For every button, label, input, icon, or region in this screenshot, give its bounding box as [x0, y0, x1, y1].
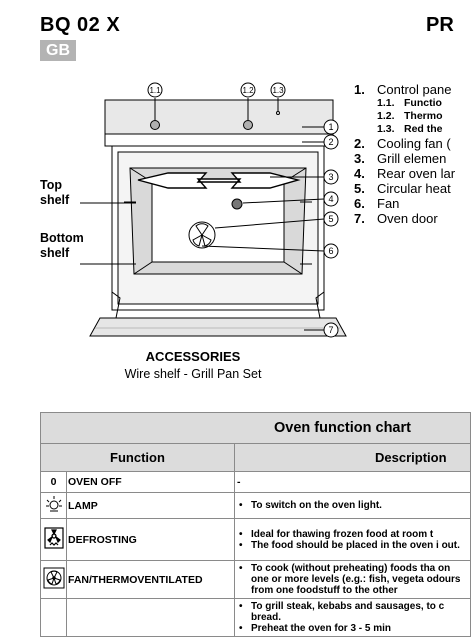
rear-lamp: [231, 198, 243, 210]
part-item: 7.Oven door: [354, 211, 438, 226]
callout-4: [323, 191, 339, 207]
callout-7: [323, 322, 339, 338]
fan-icon: [43, 567, 64, 589]
indicator-light: [276, 111, 280, 115]
accessories-items: Wire shelf - Grill Pan Set: [124, 367, 262, 381]
part-item: 6.Fan: [354, 196, 400, 211]
callout-7-label: 7: [328, 325, 333, 335]
function-name: LAMP: [66, 492, 235, 519]
part-subitem: 1.1.Functio: [377, 97, 442, 109]
control-panel: [104, 99, 334, 135]
parts-list: 1.Control pane 1.1.Functio 1.2.Thermo 1.…: [354, 82, 456, 226]
callout-5-label: 5: [328, 214, 333, 224]
language-badge: GB: [40, 40, 76, 61]
function-description: To cook (without preheating) foods tha o…: [234, 560, 471, 599]
callout-1-1-label: 1.1: [149, 86, 161, 95]
function-knob: [150, 120, 160, 130]
function-name: OVEN OFF: [66, 471, 235, 493]
part-subitem: 1.2.Thermo: [377, 110, 443, 122]
function-code: 0: [40, 471, 67, 493]
oven-door: [89, 317, 347, 337]
function-description: To switch on the oven light.: [234, 492, 471, 519]
callout-5: [323, 211, 339, 227]
function-description: To grill steak, kebabs and sausages, to …: [234, 598, 471, 637]
table-row: FAN/THERMOVENTILATED To cook (without pr…: [40, 560, 471, 599]
function-name: [66, 598, 235, 637]
oven-cavity: [151, 181, 285, 263]
function-description: -: [234, 471, 471, 493]
callout-1-2-label: 1.2: [242, 86, 254, 95]
defrost-icon: [43, 527, 64, 549]
description-column-header: Description: [234, 443, 471, 472]
callout-3: [323, 169, 339, 185]
callout-1-label: 1: [328, 122, 333, 132]
chart-title: Oven function chart: [40, 412, 471, 444]
callout-2: [323, 134, 339, 150]
function-name: FAN/THERMOVENTILATED: [66, 560, 235, 599]
part-subitem: 1.3.Red the: [377, 123, 443, 135]
section-heading: PR: [426, 14, 454, 36]
callout-1-1: [147, 82, 163, 98]
table-row: DEFROSTING Ideal for thawing frozen food…: [40, 518, 471, 561]
function-column-header: Function: [40, 443, 235, 472]
bottom-shelf-label-line2: shelf: [40, 246, 70, 260]
callout-1: [323, 119, 339, 135]
top-shelf-label-line1: Top: [40, 178, 62, 192]
accessories-title: ACCESSORIES: [145, 349, 241, 364]
function-description: Ideal for thawing frozen food at room t …: [234, 518, 471, 561]
bottom-shelf-label-line1: Bottom: [40, 231, 84, 245]
oven-diagram: 1.1 1.2 1.3 1 2 3 4 5 6 7 Top shelf Bott…: [40, 82, 347, 338]
callout-2-label: 2: [328, 137, 333, 147]
oven-function-chart: Oven function chart Function Description…: [40, 412, 471, 637]
callout-6: [323, 243, 339, 259]
part-item: 1.Control pane: [354, 82, 452, 97]
part-item: 2.Cooling fan (: [354, 136, 451, 151]
table-row: LAMP To switch on the oven light.: [40, 492, 471, 519]
top-shelf-label-line2: shelf: [40, 193, 70, 207]
lamp-icon: [45, 496, 62, 512]
model-number: BQ 02 X: [40, 14, 121, 36]
callout-4-label: 4: [328, 194, 333, 204]
part-item: 5.Circular heat: [354, 181, 451, 196]
callout-1-2: [240, 82, 256, 98]
callout-1-3: [270, 82, 286, 98]
table-row: To grill steak, kebabs and sausages, to …: [40, 598, 471, 637]
part-item: 3.Grill elemen: [354, 151, 447, 166]
callout-1-3-label: 1.3: [272, 86, 284, 95]
callout-3-label: 3: [328, 172, 333, 182]
thermostat-knob: [243, 120, 253, 130]
table-row: 0 OVEN OFF -: [40, 471, 471, 493]
part-item: 4.Rear oven lar: [354, 166, 456, 181]
grill-element: [137, 172, 301, 189]
function-name: DEFROSTING: [66, 518, 235, 561]
callout-6-label: 6: [328, 246, 333, 256]
